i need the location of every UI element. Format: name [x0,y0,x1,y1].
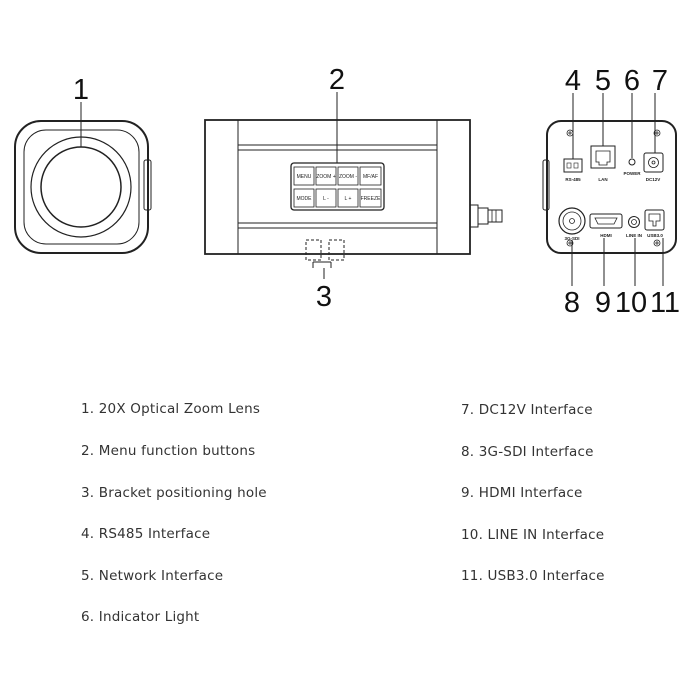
mode-label: MODE [297,196,313,202]
callout-1: 1 [73,74,89,106]
menu-buttons: MENU ZOOM + ZOOM - MF/AF MODE L - L + F [293,166,382,208]
callout-3: 3 [316,281,332,313]
legend-item: 11. USB3.0 Interface [461,568,605,584]
callout-6: 6 [624,65,640,97]
side-view [204,92,503,279]
l-plus-button[interactable]: L + [337,188,359,208]
callout-7: 7 [652,65,668,97]
lan-label: LAN [598,177,607,182]
callout-2: 2 [329,64,345,96]
zoom-minus-label: ZOOM - [339,174,357,180]
zoom-minus-button[interactable]: ZOOM - [337,166,359,186]
rs485-label: RS-485 [565,177,581,182]
mf-af-button[interactable]: MF/AF [359,166,382,186]
line-in-label: LINE IN [626,233,642,238]
dc12v-label: DC12V [646,177,661,182]
menu-button[interactable]: MENU [293,166,315,186]
line-in-port[interactable] [628,216,640,228]
dc12v-port[interactable] [643,152,664,173]
sdi-label: 3G-SDI [564,236,579,241]
legend-item: 10. LINE IN Interface [461,527,605,543]
legend-item: 3. Bracket positioning hole [81,485,267,501]
mf-af-label: MF/AF [363,174,378,180]
legend-item: 7. DC12V Interface [461,402,593,418]
usb3-port[interactable] [644,209,665,231]
front-view [14,102,152,254]
zoom-plus-label: ZOOM + [316,174,335,180]
l-plus-label: L + [345,196,352,202]
callout-8: 8 [564,287,580,319]
callout-9: 9 [595,287,611,319]
l-minus-button[interactable]: L - [315,188,337,208]
freeze-label: FREEZE [361,196,381,202]
legend-item: 5. Network Interface [81,568,224,584]
sdi-port[interactable] [558,207,586,235]
legend-item: 4. RS485 Interface [81,526,211,542]
l-minus-label: L - [323,196,329,202]
legend-item: 2. Menu function buttons [81,443,256,459]
power-indicator-light [628,158,636,166]
legend-item: 1. 20X Optical Zoom Lens [81,401,261,417]
hdmi-port[interactable] [589,213,623,229]
legend-item: 6. Indicator Light [81,609,200,625]
screw-icon [566,129,661,247]
callout-11: 11 [650,287,680,319]
mode-button[interactable]: MODE [293,188,315,208]
legend-item: 9. HDMI Interface [461,485,583,501]
zoom-plus-button[interactable]: ZOOM + [315,166,337,186]
rear-view [542,93,677,286]
callout-5: 5 [595,65,611,97]
usb3-label: USB3.0 [647,233,663,238]
menu-button-label: MENU [297,174,312,180]
legend-item: 8. 3G-SDI Interface [461,444,594,460]
callout-4: 4 [565,65,581,97]
hdmi-label: HDMI [600,233,612,238]
power-label: POWER [623,171,641,176]
freeze-button[interactable]: FREEZE [359,188,382,208]
callout-10: 10 [615,287,647,319]
